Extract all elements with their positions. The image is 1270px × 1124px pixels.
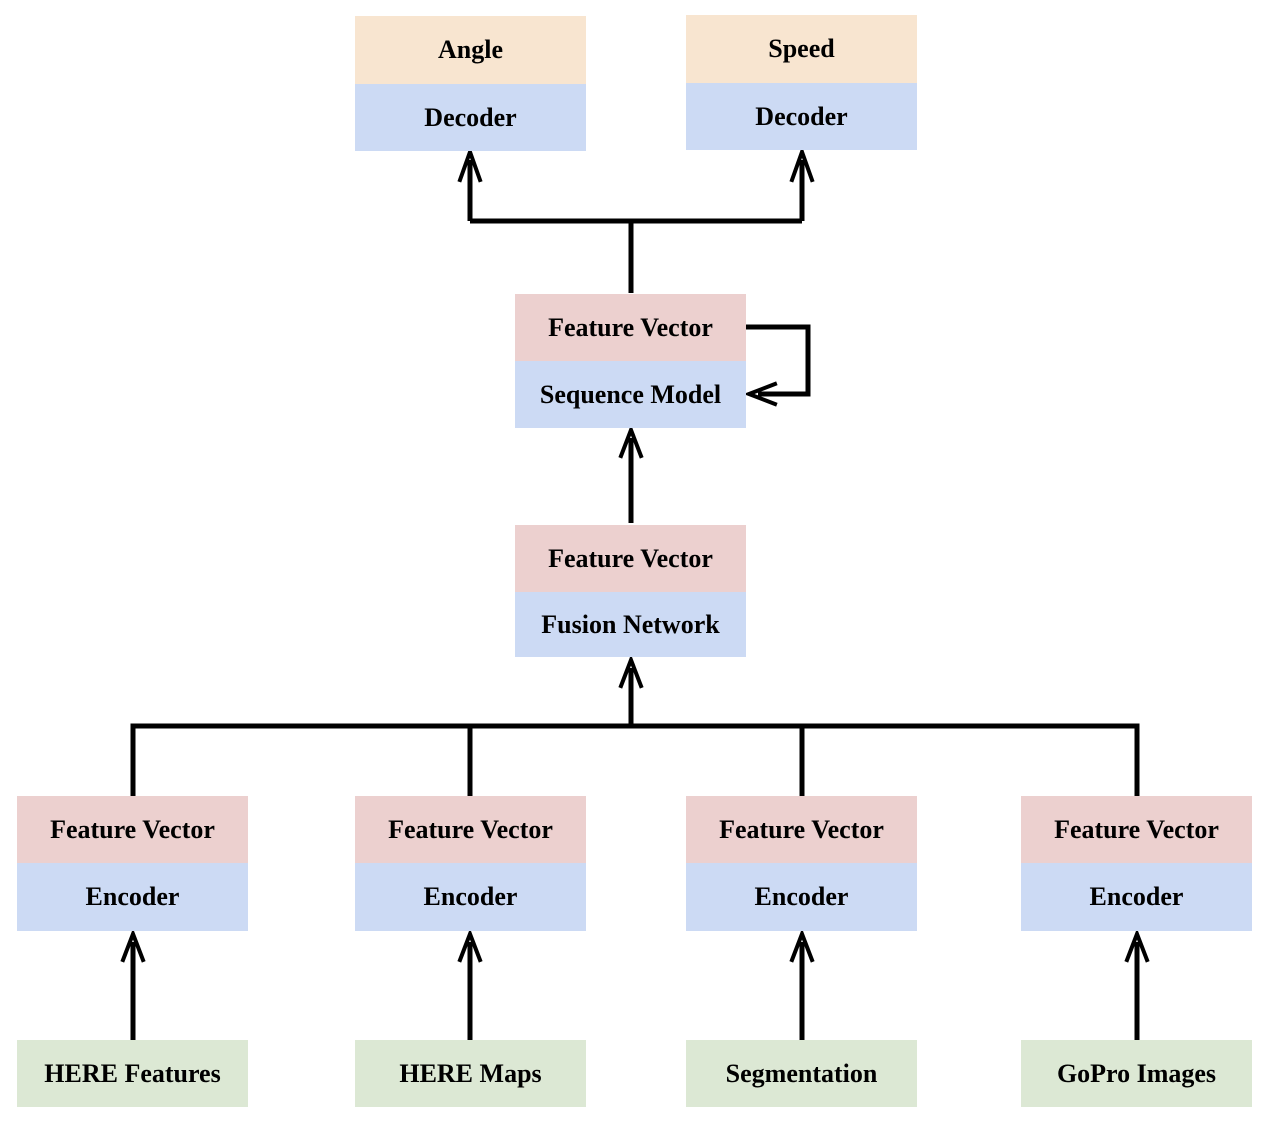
branch-3-input: Segmentation (686, 1040, 917, 1107)
arrowhead-encoder1 (120, 928, 146, 963)
branch-4-input: GoPro Images (1021, 1040, 1252, 1107)
arrowhead-speed (789, 146, 815, 183)
speed-decoder: Decoder (686, 83, 917, 150)
speed-output: Speed (686, 15, 917, 83)
branch-2-input: HERE Maps (355, 1040, 586, 1107)
arrowhead-encoder4 (1124, 928, 1150, 963)
arrowhead-encoder3 (789, 928, 815, 963)
branch-4-feature-vector: Feature Vector (1021, 796, 1252, 863)
sequence-loop-line (746, 324, 811, 397)
sequence-feature-vector: Feature Vector (515, 294, 746, 361)
arrowhead-sequence-loop (743, 381, 778, 407)
sequence-model: Sequence Model (515, 361, 746, 428)
encoders-bus-line (130, 723, 1140, 796)
branch-2-encoder: Encoder (355, 863, 586, 931)
branch-4-encoder: Encoder (1021, 863, 1252, 931)
fusion-network: Fusion Network (515, 592, 746, 657)
angle-output: Angle (355, 16, 586, 84)
arrowhead-angle (457, 146, 483, 183)
branch-3-feature-vector: Feature Vector (686, 796, 917, 863)
arrowhead-fusion (618, 654, 644, 689)
fusion-feature-vector: Feature Vector (515, 525, 746, 592)
branch-2-feature-vector: Feature Vector (355, 796, 586, 863)
branch-1-feature-vector: Feature Vector (17, 796, 248, 863)
branch-1-encoder: Encoder (17, 863, 248, 931)
branch-3-encoder: Encoder (686, 863, 917, 931)
branch-1-input: HERE Features (17, 1040, 248, 1107)
arrowhead-encoder2 (457, 928, 483, 963)
angle-decoder: Decoder (355, 84, 586, 151)
arrowhead-sequence (618, 424, 644, 459)
